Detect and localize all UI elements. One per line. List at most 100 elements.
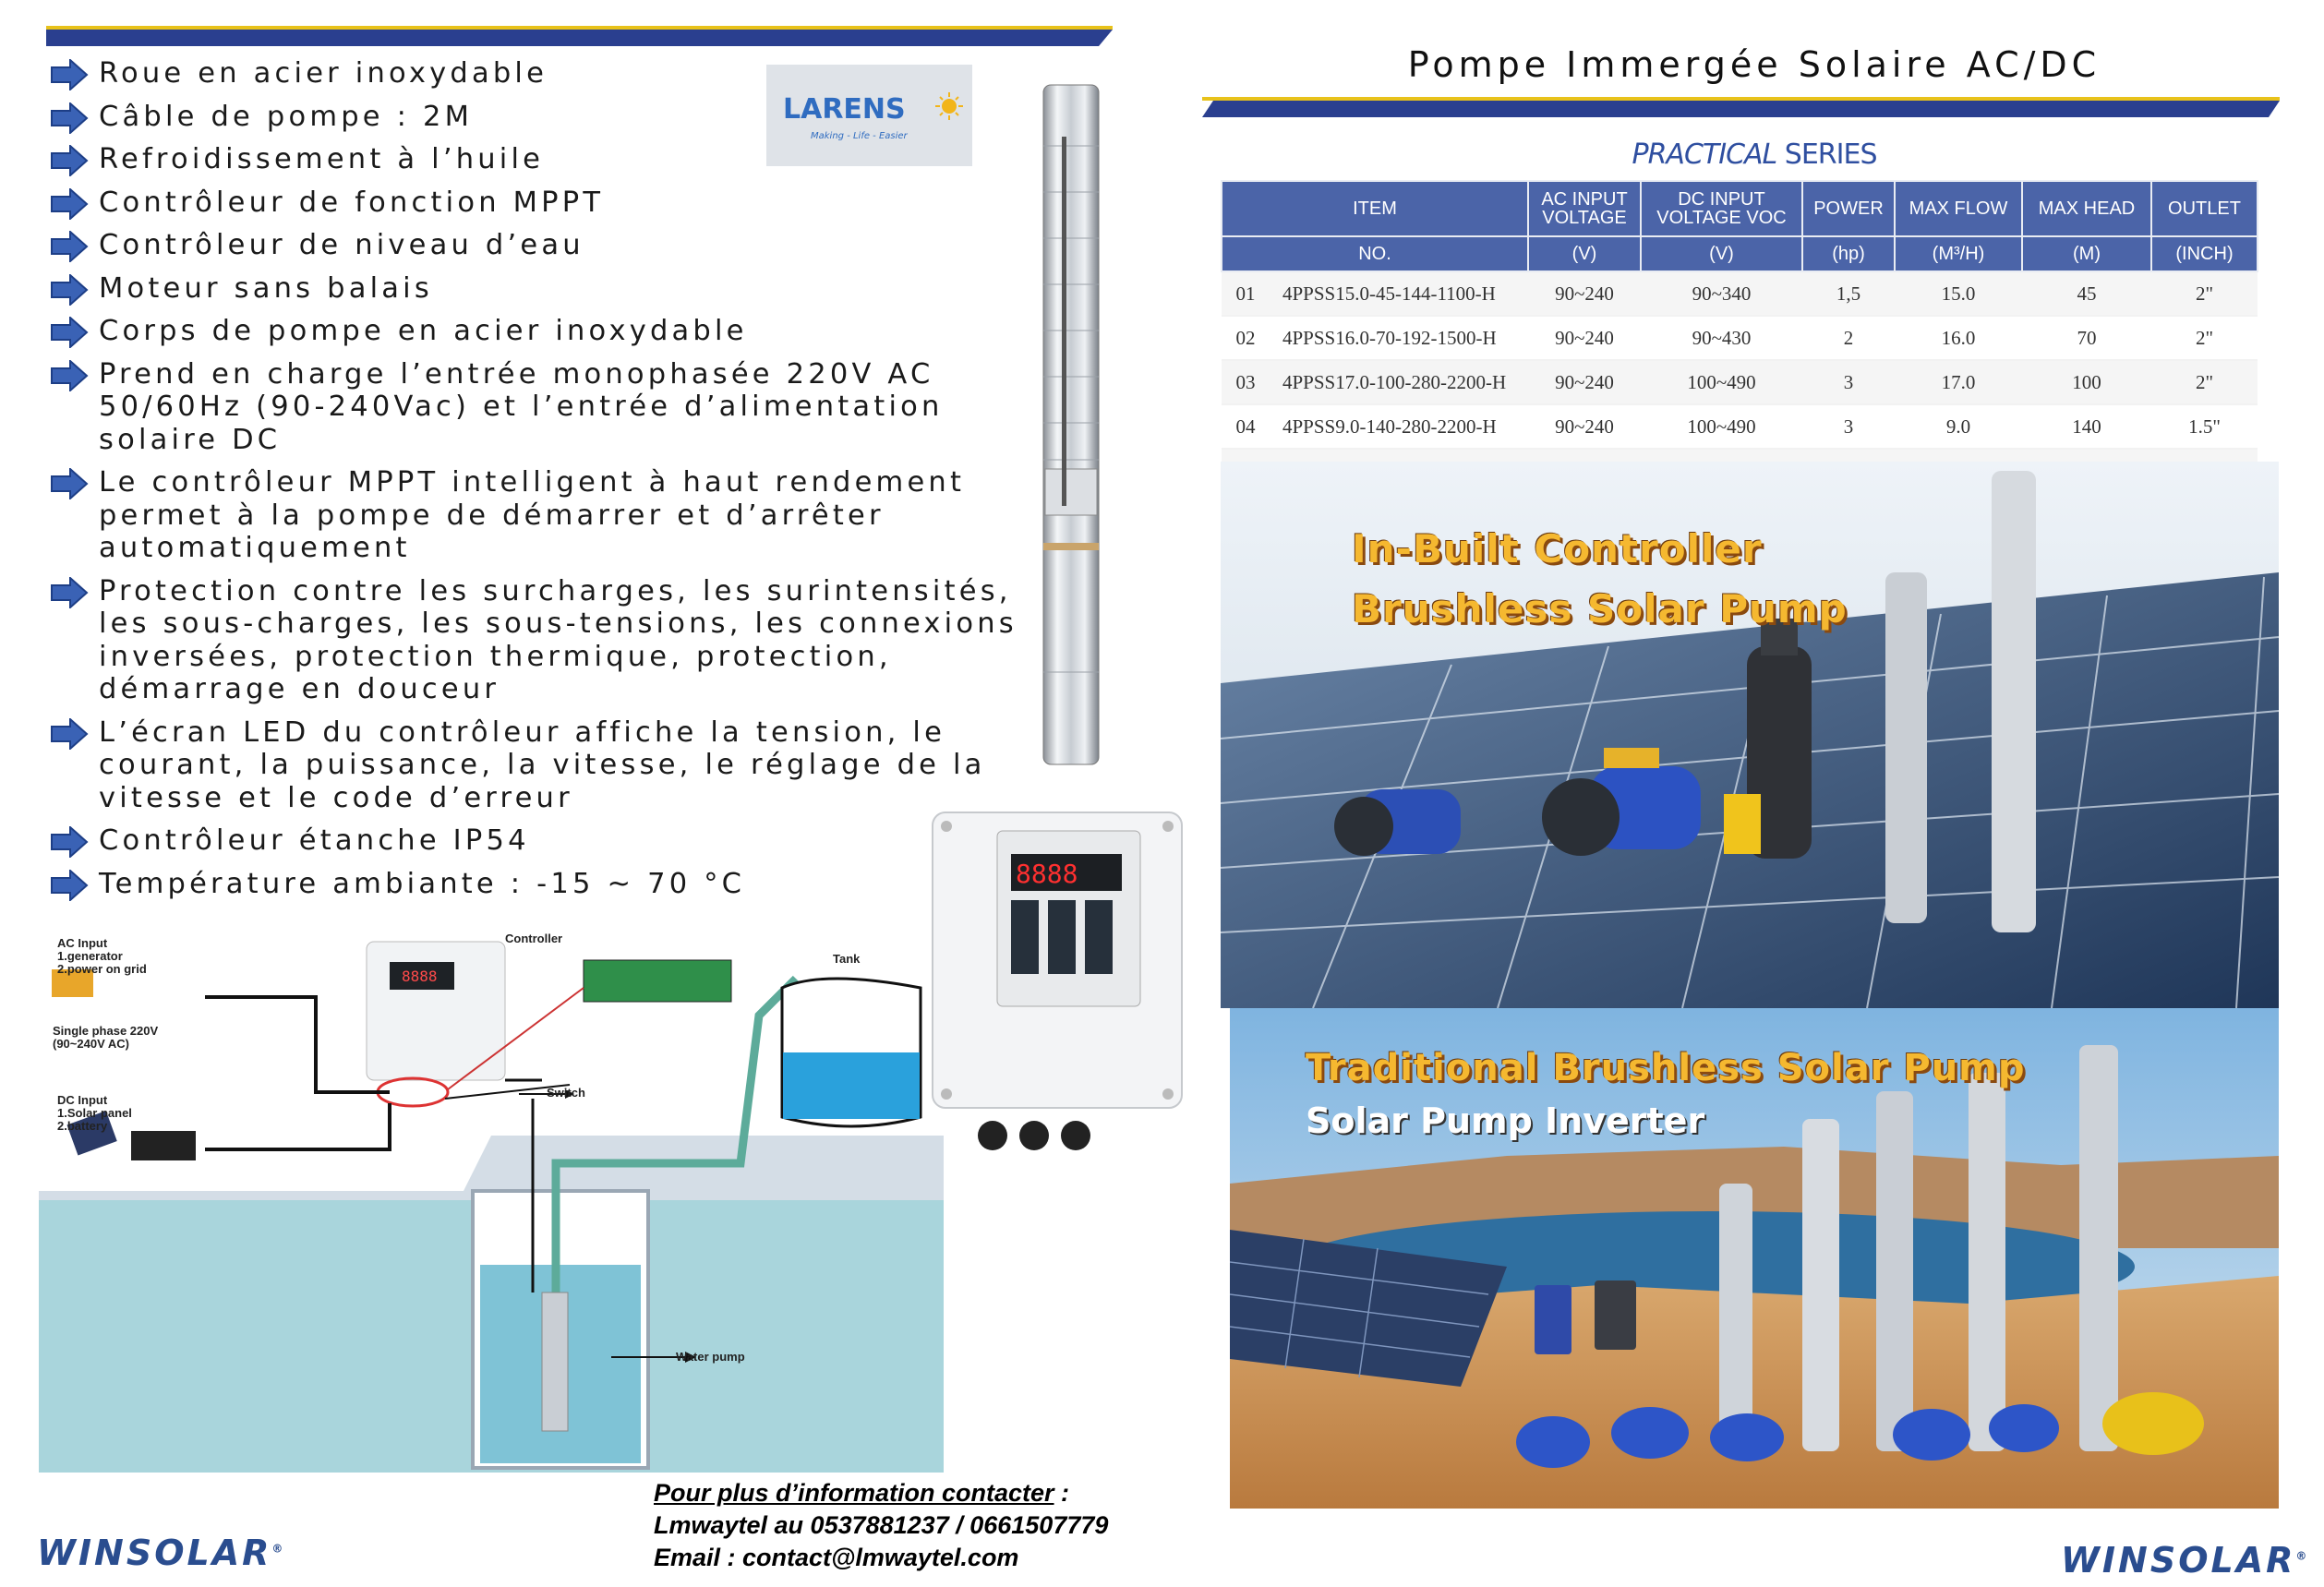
feature-item: Contrôleur de niveau d’eau [48,229,971,262]
top-right-decor-bar [1202,97,2280,117]
row-power: 1,5 [1802,271,1895,317]
row-index: 03 [1222,360,1270,405]
photo2-title-line1: Traditional Brushless Solar Pump [1306,1047,2026,1089]
row-flow: 17.0 [1895,360,2022,405]
diag-tank: Tank [833,952,861,966]
unit-outlet: (INCH) [2150,235,2258,272]
unit-dc: (V) [1640,235,1803,272]
pump-steel-2 [1992,471,2036,932]
feature-item: Corps de pompe en acier inoxydable [48,315,971,348]
arrow-right-icon [51,273,89,306]
row-model: 4PPSS17.0-100-280-2200-H [1270,360,1528,405]
row-ac: 90~240 [1528,360,1641,405]
unit-no: NO. [1221,235,1529,272]
row-head: 100 [2022,360,2151,405]
submersible-pump-image [1042,84,1100,765]
row-flow: 16.0 [1895,316,2022,361]
header-max-flow: MAX FLOW [1894,180,2023,237]
row-ac: 90~240 [1528,316,1641,361]
contact-email: Email : contact@lmwaytel.com [654,1544,1019,1571]
arrow-right-icon [51,102,89,134]
contact-line1-suffix: : [1054,1479,1070,1507]
contact-phone: Lmwaytel au 0537881237 / 0661507779 [654,1511,1109,1539]
arrow-right-icon [51,717,89,750]
row-ac: 90~240 [1528,271,1641,317]
feature-item: Température ambiante : -15 ~ 70 °C [48,868,971,901]
header-dc-input: DC INPUT VOLTAGE VOC [1640,180,1803,237]
controller-display: 8888 [1016,859,1078,889]
arrow-right-icon [51,576,89,608]
row-outlet: 1.5" [2151,404,2258,450]
row-outlet: 2" [2151,271,2258,317]
feature-item: Moteur sans balais [48,272,971,306]
row-power: 2 [1802,316,1895,361]
series-title-italic: PRACTICAL [1632,138,1778,171]
series-title-rest: SERIES [1776,138,1878,171]
row-ac: 90~240 [1528,404,1641,450]
contact-block: Pour plus d’information contacter : Lmwa… [654,1477,1300,1574]
row-model: 4PPSS9.0-140-280-2200-H [1270,404,1528,450]
diag-water-pump: Water pump [676,1350,745,1364]
header-ac-input: AC INPUT VOLTAGE [1527,180,1642,237]
page-title: Pompe Immergée Solaire AC/DC [1407,44,2101,85]
unit-power: (hp) [1801,235,1896,272]
pump-steel-b [1802,1119,1839,1451]
controller-box-image: 8888 [932,812,1183,1150]
table-row: 01 4PPSS15.0-45-144-1100-H 90~240 90~340… [1222,271,2258,317]
header-max-head: MAX HEAD [2021,180,2152,237]
row-outlet: 2" [2151,360,2258,405]
pump-steel-e [2079,1045,2118,1451]
diag-dc-1: 1.Solar panel [57,1106,132,1120]
arrow-right-icon [51,826,89,858]
pump-sewage [1724,619,1812,859]
row-dc: 100~490 [1641,404,1802,450]
arrow-right-icon [51,317,89,348]
top-left-decor-bar [46,26,1113,46]
arrow-right-icon [51,869,89,901]
row-head: 140 [2022,404,2151,450]
unit-flow: (M³/H) [1894,235,2023,272]
pump-steel-1 [1885,572,1927,923]
pump-steel-d [1969,1073,2005,1451]
diag-ac-1: 1.generator [57,949,123,963]
row-power: 3 [1802,360,1895,405]
diag-dc-input: DC Input [57,1093,108,1107]
photo1-title-line2: Brushless Solar Pump [1352,586,1848,631]
feature-item: Contrôleur étanche IP54 [48,824,971,858]
pump-steel-c [1876,1091,1913,1451]
row-index: 01 [1222,271,1270,317]
header-outlet: OUTLET [2150,180,2258,237]
feature-item: Contrôleur de fonction MPPT [48,186,971,220]
unit-ac: (V) [1527,235,1642,272]
photo1-title-line1: In-Built Controller [1352,526,1763,571]
unit-head: (M) [2021,235,2152,272]
table-row: 03 4PPSS17.0-100-280-2200-H 90~240 100~4… [1222,360,2258,405]
arrow-right-icon [51,187,89,220]
arrow-right-icon [51,359,89,391]
row-head: 45 [2022,271,2151,317]
feature-item: Roue en acier inoxydable [48,57,971,90]
pump-steel-a [1719,1184,1752,1451]
row-outlet: 2" [2151,316,2258,361]
feature-item: Câble de pompe : 2M [48,101,971,134]
contact-line1: Pour plus d’information contacter : [654,1477,1300,1509]
larens-tagline: Making - Life - Easier [811,131,909,141]
solar-panel-scene [1221,462,2279,1008]
controller-box-2 [1595,1280,1636,1350]
feature-item: Protection contre les surcharges, les su… [48,575,1022,706]
table-header-row: ITEM AC INPUT VOLTAGE DC INPUT VOLTAGE V… [1221,180,2258,237]
diag-dc-2: 2.battery [57,1119,108,1133]
row-index: 02 [1222,316,1270,361]
arrow-right-icon [51,231,89,262]
arrow-right-icon [51,468,89,499]
spec-table: ITEM AC INPUT VOLTAGE DC INPUT VOLTAGE V… [1221,180,2258,479]
installation-diagram: 8888 AC Input 1.generator 2.power on gri… [39,923,962,1477]
header-item: ITEM [1221,180,1529,237]
row-power: 3 [1802,404,1895,450]
winsolar-logo-right: WINSOLAR® [2061,1540,2310,1581]
row-dc: 90~340 [1641,271,1802,317]
pump-blue-centrifugal [1542,748,1701,856]
row-flow: 9.0 [1895,404,2022,450]
row-model: 4PPSS15.0-45-144-1100-H [1270,271,1528,317]
table-row: 02 4PPSS16.0-70-192-1500-H 90~240 90~430… [1222,316,2258,361]
